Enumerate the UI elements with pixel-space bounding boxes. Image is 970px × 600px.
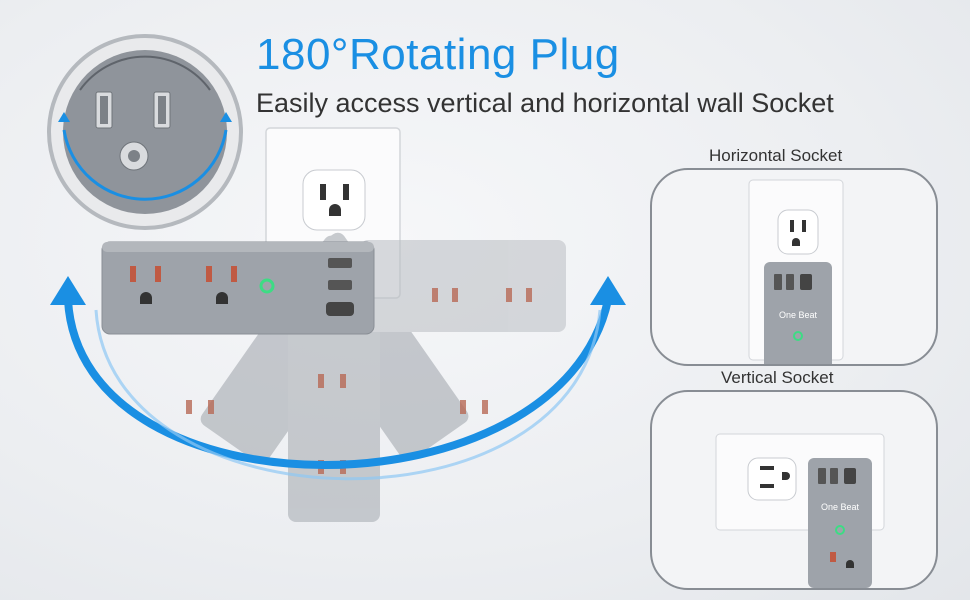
power-strip-horizontal [101,241,375,335]
plug-detail-illustration [47,34,243,230]
panel-brand-text: One Beat [821,502,860,512]
rotation-arrow-icon [50,276,626,481]
indicator-led-icon [259,278,275,294]
horizontal-socket-panel: One Beat [650,168,938,366]
rotation-arc-icon [62,129,228,201]
vertical-socket-panel: One Beat [650,390,938,590]
rotation-illustration [50,127,626,522]
wall-outlet-icon [302,169,366,231]
plug-prongs-icon [95,91,171,171]
horizontal-socket-label: Horizontal Socket [709,146,843,165]
indicator-led-icon [835,525,845,535]
indicator-led-icon [793,331,803,341]
subheadline: Easily access vertical and horizontal wa… [256,88,834,118]
vertical-socket-label: Vertical Socket [721,368,834,387]
headline: 180°Rotating Plug [256,30,620,79]
panel-brand-text: One Beat [779,310,818,320]
